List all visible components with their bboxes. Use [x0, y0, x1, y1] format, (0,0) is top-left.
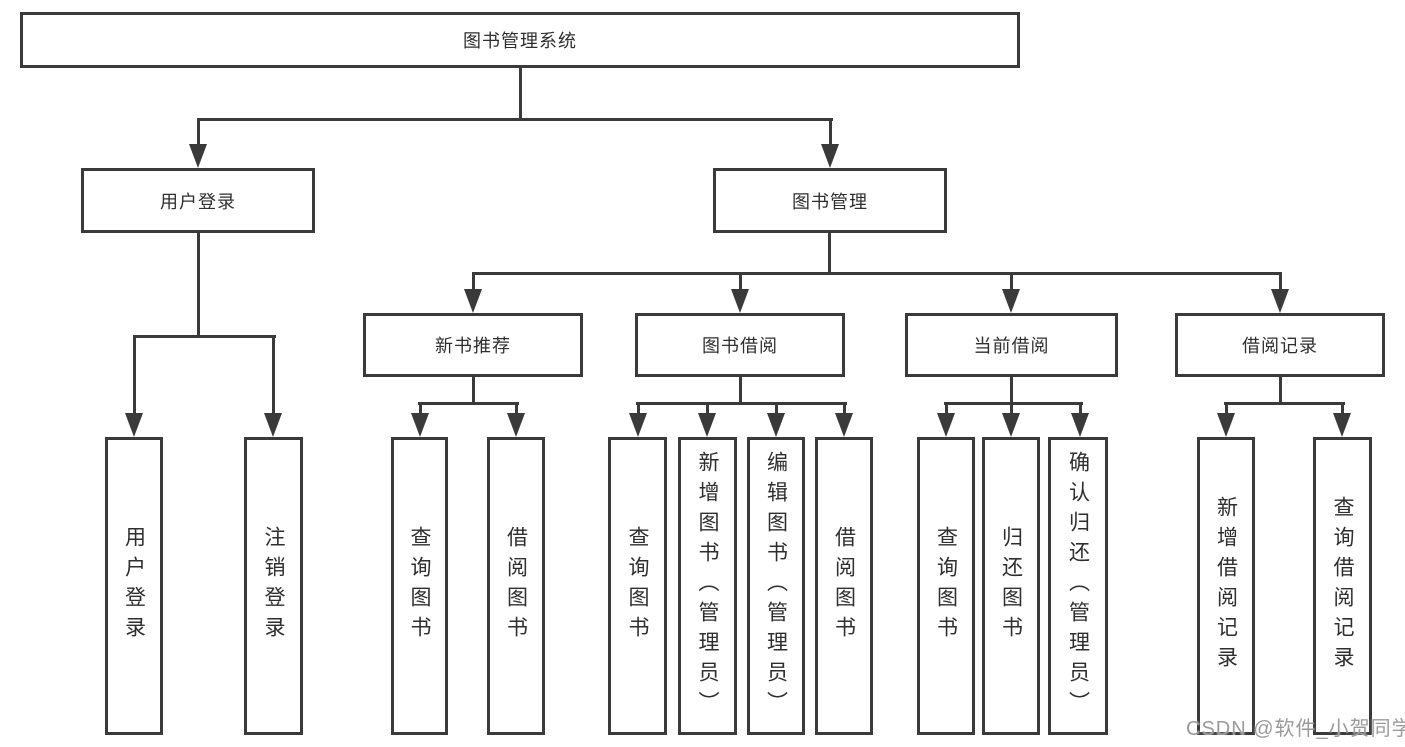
- leaf-label: 确认归还（管理员）: [1066, 451, 1090, 721]
- leaf-label: 新增借阅记录: [1214, 496, 1238, 676]
- connector-arrow: [1070, 405, 1090, 437]
- node-new-book-recommendation: 新书推荐: [363, 313, 583, 377]
- connector-line: [636, 402, 847, 405]
- connector-arrow: [1001, 275, 1021, 313]
- connector-arrow: [766, 405, 786, 437]
- connector-line: [418, 402, 519, 405]
- connector-arrow: [834, 405, 854, 437]
- connector-line: [1279, 377, 1282, 402]
- leaf-label: 归还图书: [999, 526, 1023, 646]
- leaf-borrow-books-recommend: 借阅图书: [487, 437, 545, 735]
- leaf-label: 新增图书（管理员）: [696, 451, 719, 721]
- csdn-watermark: CSDN @软件_小贺同学: [1186, 718, 1405, 740]
- leaf-add-book-admin: 新增图书（管理员）: [678, 437, 737, 735]
- node-current-borrowing: 当前借阅: [905, 313, 1118, 377]
- leaf-user-login: 用户登录: [105, 437, 163, 735]
- leaf-label: 查询图书: [934, 526, 958, 646]
- connector-arrow: [697, 405, 717, 437]
- leaf-label: 查询图书: [408, 526, 431, 646]
- node-borrowing-records: 借阅记录: [1175, 313, 1385, 377]
- connector-arrow: [936, 405, 956, 437]
- leaf-edit-book-admin: 编辑图书（管理员）: [747, 437, 805, 735]
- connector-arrow: [1216, 405, 1236, 437]
- node-label: 用户登录: [160, 191, 236, 212]
- connector-arrow: [263, 338, 283, 437]
- connector-line: [472, 377, 475, 402]
- leaf-logout: 注销登录: [244, 437, 303, 735]
- leaf-query-books-borrowing: 查询图书: [608, 437, 667, 735]
- connector-arrow: [410, 405, 430, 437]
- node-label: 当前借阅: [973, 336, 1050, 356]
- leaf-query-borrow-record: 查询借阅记录: [1313, 437, 1372, 735]
- connector-arrow: [124, 338, 144, 437]
- connector-line: [519, 68, 522, 118]
- connector-arrow: [1270, 275, 1290, 313]
- leaf-label: 借阅图书: [832, 526, 856, 646]
- leaf-label: 编辑图书（管理员）: [764, 451, 788, 721]
- leaf-label: 借阅图书: [504, 526, 528, 646]
- connector-line: [472, 272, 1282, 275]
- connector-arrow: [820, 121, 840, 168]
- node-label: 新书推荐: [435, 336, 511, 356]
- leaf-label: 注销登录: [262, 526, 285, 646]
- leaf-label: 查询借阅记录: [1331, 496, 1354, 676]
- node-label: 图书管理: [792, 191, 868, 212]
- connector-line: [197, 118, 833, 121]
- connector-line: [1010, 377, 1013, 402]
- leaf-label: 用户登录: [122, 526, 146, 646]
- connector-line: [828, 233, 831, 272]
- node-label: 图书管理系统: [463, 31, 577, 51]
- leaf-query-books-recommend: 查询图书: [391, 437, 448, 735]
- node-label: 借阅记录: [1242, 336, 1318, 356]
- connector-line: [1224, 402, 1345, 405]
- connector-arrow: [463, 275, 483, 313]
- connector-line: [197, 233, 200, 335]
- connector-arrow: [1001, 405, 1021, 437]
- leaf-query-books-current: 查询图书: [917, 437, 975, 735]
- node-library-management-system: 图书管理系统: [20, 12, 1020, 68]
- node-book-management: 图书管理: [713, 168, 947, 233]
- connector-arrow: [628, 405, 648, 437]
- connector-arrow: [1332, 405, 1352, 437]
- connector-arrow: [730, 275, 750, 313]
- leaf-add-borrow-record: 新增借阅记录: [1197, 437, 1255, 735]
- node-book-borrowing: 图书借阅: [635, 313, 845, 377]
- leaf-confirm-return-admin: 确认归还（管理员）: [1048, 437, 1108, 735]
- leaf-label: 查询图书: [626, 526, 649, 646]
- leaf-borrow-books-borrowing: 借阅图书: [815, 437, 873, 735]
- leaf-return-books: 归还图书: [982, 437, 1040, 735]
- node-user-login: 用户登录: [81, 168, 315, 233]
- node-label: 图书借阅: [702, 336, 778, 356]
- connector-arrow: [506, 405, 526, 437]
- connector-arrow: [188, 121, 208, 168]
- connector-line: [739, 377, 742, 402]
- connector-line: [944, 402, 1083, 405]
- connector-line: [133, 335, 276, 338]
